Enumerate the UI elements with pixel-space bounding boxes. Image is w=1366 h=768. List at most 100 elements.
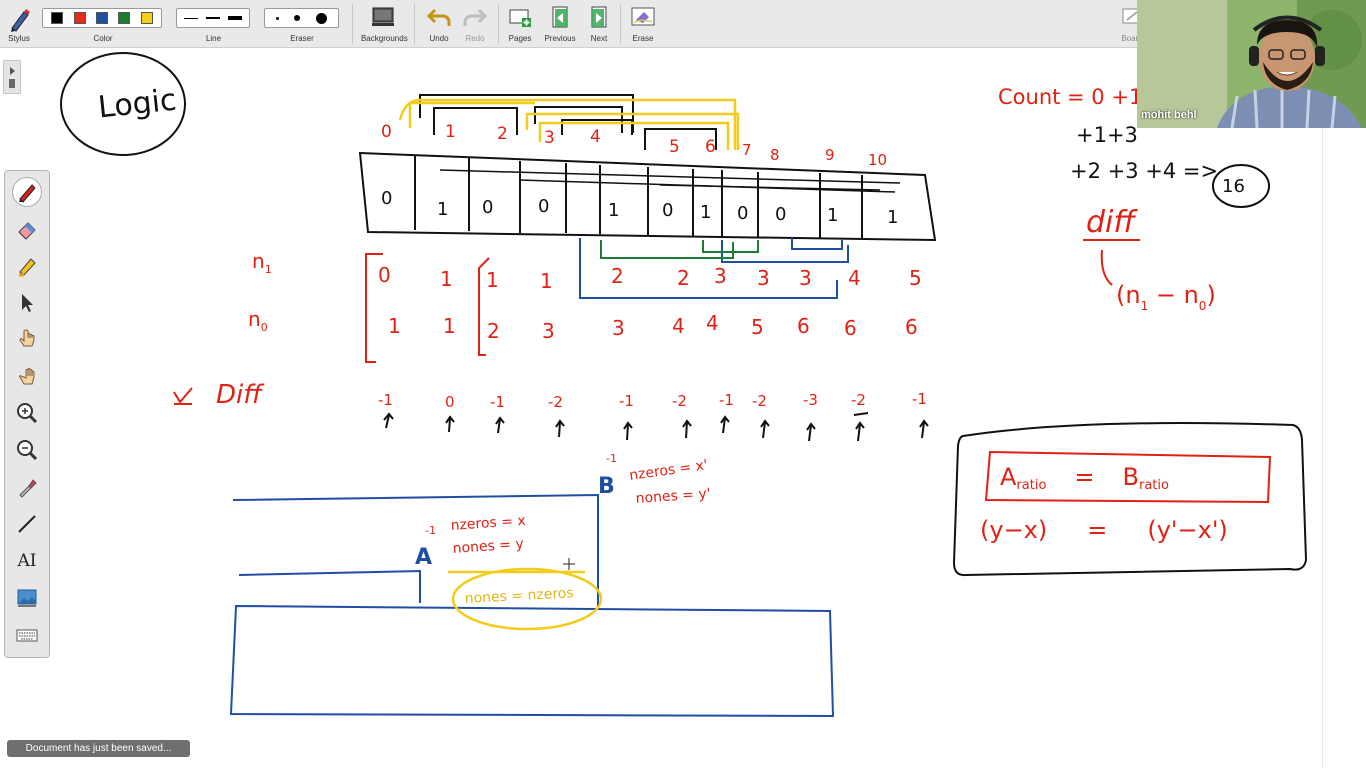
up-arrows — [383, 412, 929, 442]
diff-arrow — [1100, 249, 1113, 286]
select-arrow-icon — [22, 294, 33, 312]
index-2: 2 — [497, 124, 508, 144]
text-tool[interactable]: AI — [12, 546, 42, 576]
line-thick[interactable] — [228, 16, 242, 20]
line-tool-icon — [18, 515, 36, 533]
eraser-group: Eraser — [264, 0, 340, 48]
erase-label: Erase — [632, 34, 654, 43]
keyboard-icon — [16, 629, 38, 642]
highlighter-tool[interactable] — [12, 251, 42, 281]
n1-row: 0 1 1 1 2 2 3 3 3 4 5 — [378, 263, 922, 293]
line-width-picker[interactable] — [176, 8, 250, 28]
board-button[interactable]: Board — [1112, 0, 1152, 48]
redo-button[interactable]: Redo — [455, 0, 495, 48]
pages-button[interactable]: Pages — [500, 0, 540, 48]
n1-value-3: 1 — [540, 269, 553, 293]
keyboard-tool[interactable] — [12, 620, 42, 650]
n1-value-4: 2 — [611, 264, 624, 288]
eyedropper-tool[interactable] — [12, 472, 42, 502]
point-b: B — [598, 474, 615, 499]
text-tool-icon: AI — [17, 551, 37, 571]
pointer-tool[interactable] — [12, 324, 42, 354]
diff-value-3: -2 — [548, 393, 563, 411]
n0-value-10: 6 — [905, 315, 918, 339]
ratio-box-outer — [952, 422, 1308, 577]
table-bracket-inner — [478, 257, 490, 356]
previous-page-button[interactable]: Previous — [540, 0, 580, 48]
line-tool[interactable] — [12, 509, 42, 539]
a-ones-text: nones = y — [452, 536, 524, 557]
n1-value-2: 1 — [486, 268, 499, 292]
line-group: Line — [176, 0, 251, 48]
index-labels: 0 1 2 3 4 5 6 7 8 9 10 — [381, 122, 887, 169]
stylus-icon — [11, 9, 30, 32]
pan-tool[interactable] — [12, 361, 42, 391]
n0-value-8: 6 — [797, 314, 810, 338]
check-mark-icon — [173, 387, 193, 405]
pointer-hand-icon — [19, 329, 35, 347]
board-label: Board — [1121, 34, 1143, 43]
color-label: Color — [93, 34, 113, 43]
index-6: 6 — [705, 137, 716, 157]
eraser-large[interactable] — [316, 12, 328, 24]
index-1: 1 — [445, 122, 456, 142]
array-value-10: 1 — [887, 207, 898, 228]
index-9: 9 — [825, 146, 835, 164]
yx-equation: (y−x)=(y'−x') — [980, 516, 1228, 544]
color-swatch-green[interactable] — [118, 12, 131, 24]
previous-label: Previous — [544, 34, 576, 43]
diff-value-6: -1 — [719, 391, 734, 409]
color-swatch-blue[interactable] — [95, 12, 108, 24]
array-value-8: 0 — [775, 204, 786, 225]
backgrounds-button[interactable]: Backgrounds — [361, 0, 408, 48]
undo-icon — [426, 8, 451, 26]
eraser-small[interactable] — [275, 16, 279, 20]
pages-label: Pages — [508, 34, 532, 43]
webcam-overlay: mohit behl — [1137, 0, 1366, 128]
array-value-4: 1 — [608, 200, 619, 221]
n1-value-6: 3 — [714, 264, 727, 288]
pen-tool[interactable] — [12, 177, 42, 207]
side-panel-toggle[interactable] — [3, 60, 21, 94]
tool-palette: AI — [4, 170, 50, 658]
count-result: 16 — [1222, 176, 1245, 197]
array-value-5: 0 — [662, 200, 673, 221]
next-page-button[interactable]: Next — [579, 0, 619, 48]
diff-value-0: -1 — [378, 391, 393, 409]
erase-all-button[interactable]: Erase — [623, 0, 663, 48]
toolbar-divider — [620, 4, 621, 44]
diff-value-5: -2 — [672, 392, 687, 410]
line-medium[interactable] — [206, 17, 220, 19]
count-result-circle — [1212, 164, 1270, 208]
color-swatch-red[interactable] — [73, 12, 86, 24]
color-group: Color — [42, 0, 164, 48]
expand-panel-icon — [9, 67, 15, 88]
color-picker[interactable] — [42, 8, 162, 28]
b-zeros-text: nzeros = x' — [628, 457, 708, 484]
undo-button[interactable]: Undo — [419, 0, 459, 48]
eraser-size-picker[interactable] — [264, 8, 339, 28]
image-insert-icon — [17, 589, 37, 607]
stylus-button[interactable]: Stylus — [2, 0, 36, 48]
zoom-out-tool[interactable] — [12, 435, 42, 465]
logic-circle — [60, 52, 186, 156]
image-tool[interactable] — [12, 583, 42, 613]
zoom-in-tool[interactable] — [12, 398, 42, 428]
diff-value-4: -1 — [619, 392, 634, 410]
n0-value-0: 1 — [388, 314, 401, 338]
color-swatch-black[interactable] — [51, 12, 64, 24]
eraser-tool[interactable] — [12, 214, 42, 244]
n1-value-1: 1 — [440, 267, 453, 291]
color-swatch-yellow[interactable] — [140, 12, 153, 24]
add-page-icon — [509, 9, 531, 27]
line-thin[interactable] — [184, 17, 198, 19]
crosshair-cursor — [563, 558, 575, 570]
eraser-icon — [18, 222, 36, 240]
green-group-brackets — [600, 240, 759, 259]
n1-value-10: 5 — [909, 266, 922, 290]
count-line-2: +1+3 — [1076, 123, 1138, 147]
eraser-medium[interactable] — [294, 15, 301, 21]
array-value-2: 0 — [482, 197, 493, 218]
drawing-canvas[interactable]: Logic 0 1 2 3 4 — [0, 49, 1366, 768]
select-tool[interactable] — [12, 287, 42, 317]
